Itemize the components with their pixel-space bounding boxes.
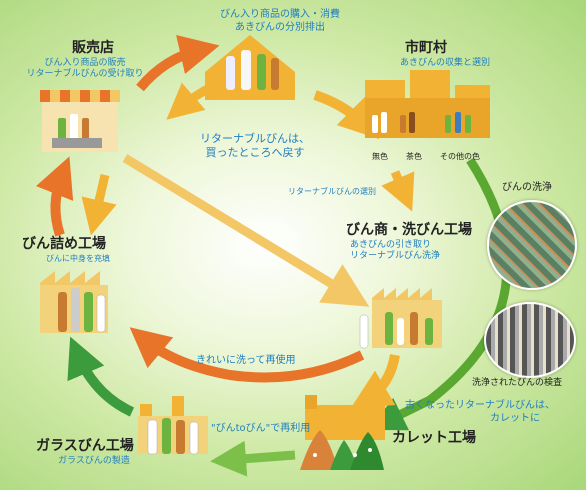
arrow-shop-to-dealer — [122, 154, 370, 307]
inspection-title: 洗浄されたびんの検査 — [472, 378, 563, 388]
arrow-municipality-to-dealer — [381, 170, 415, 212]
bottler-factory-icon — [40, 271, 108, 333]
consumer-label-2: あきびんの分別排出 — [235, 22, 325, 33]
arrow-bottler-to-shop — [36, 156, 74, 237]
old-to-cullet-label-1: 古くなったリターナブルびんは、 — [405, 400, 555, 411]
color-other-label: その他の色 — [440, 152, 480, 161]
returnable-back-label-2: 買ったところへ戻す — [205, 146, 305, 159]
glass-factory-label-1: ガラスびんの製造 — [58, 456, 130, 466]
bottle-dealer-title: びん商・洗びん工場 — [346, 222, 472, 238]
returnable-back-label-1: リターナブルびんは、 — [200, 132, 310, 145]
color-brown-label: 茶色 — [406, 152, 422, 161]
shop-label-2: リターナブルびんの受け取り — [26, 69, 144, 79]
arrow-dealer-to-cullet — [350, 354, 400, 409]
consumer-label-1: びん入り商品の購入・消費 — [220, 9, 340, 20]
arrow-cullet-loop — [368, 157, 512, 431]
washing-photo — [487, 200, 577, 290]
bottle-dealer-label-2: リターナブルびん洗浄 — [350, 251, 441, 261]
bottle-to-bottle-label: "びんtoびん"で再利用 — [211, 423, 311, 434]
arrow-consumer-to-municipality — [313, 90, 380, 140]
wash-reuse-label: きれいに洗って再使用 — [196, 355, 296, 366]
washing-factory-icon — [359, 288, 442, 349]
arrow-glass-to-bottler — [67, 336, 135, 417]
bottle-dealer-label-1: あきびんの引き取り — [350, 240, 432, 250]
cullet-factory-icon — [300, 395, 385, 470]
inspection-photo — [484, 302, 576, 378]
bottler-title: びん詰め工場 — [22, 236, 106, 252]
washing-title: びんの洗浄 — [502, 182, 552, 193]
arrow-cullet-to-glass — [210, 440, 296, 477]
municipality-label-1: あきびんの収集と選別 — [400, 58, 491, 68]
arrow-shop-to-consumer — [136, 34, 220, 92]
house-icon — [205, 35, 295, 100]
arrow-dealer-to-bottler — [129, 327, 365, 383]
municipality-factory-icon — [365, 70, 490, 138]
old-to-cullet-label-2: カレットに — [490, 413, 540, 424]
glass-factory-title: ガラスびん工場 — [36, 438, 134, 454]
arrow-shop-to-bottler — [81, 173, 117, 236]
glass-factory-icon — [138, 396, 208, 455]
returnable-sorting-label: リターナブルびんの選別 — [288, 187, 376, 196]
bottler-label-1: びんに中身を充填 — [46, 254, 110, 263]
shop-title: 販売店 — [72, 40, 114, 56]
shop-label-1: びん入り商品の販売 — [44, 58, 126, 68]
shop-icon — [40, 90, 120, 152]
cullet-factory-title: カレット工場 — [392, 430, 476, 446]
color-clear-label: 無色 — [372, 152, 388, 161]
municipality-title: 市町村 — [405, 40, 447, 56]
